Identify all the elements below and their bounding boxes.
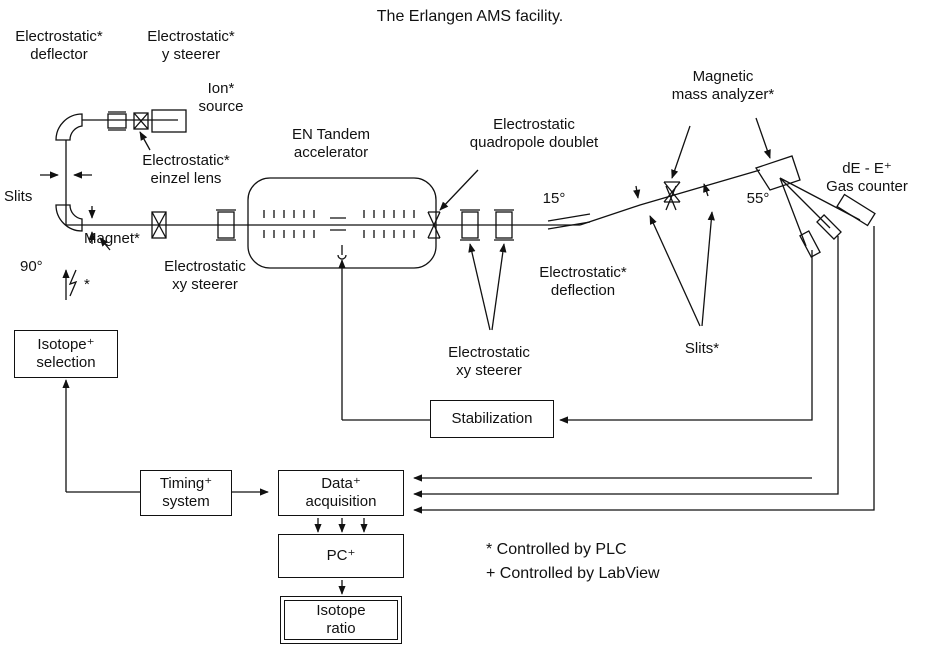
pc-box: PC⁺ (278, 534, 404, 578)
label-ion-source: Ion* source (188, 80, 254, 116)
label-quad-doublet: Electrostatic quadropole doublet (454, 116, 614, 152)
isotope-ratio-box: Isotope ratio (280, 596, 402, 644)
label-quad-doublet-line2: quadropole doublet (469, 134, 599, 151)
label-xy-steerer-left-line1: Electrostatic (164, 258, 246, 275)
timing-system-box: Timing⁺ system (140, 470, 232, 516)
label-slits-right: Slits* (684, 340, 720, 357)
label-xy-steerer-right-line1: Electrostatic (448, 344, 530, 361)
data-acquisition-line1: Data⁺ (321, 475, 361, 492)
label-angle-15: 15° (542, 190, 566, 207)
label-gas-counter-line2: Gas counter (826, 178, 908, 195)
label-es-y-steerer: Electrostatic* y steerer (126, 28, 256, 64)
label-mag-analyzer-line1: Magnetic (692, 68, 754, 85)
label-es-y-steerer-line1: Electrostatic* (147, 28, 235, 45)
label-einzel-lens-line1: Electrostatic* (142, 152, 230, 169)
label-einzel-lens-line2: einzel lens (150, 170, 222, 187)
isotope-selection-line2: selection (36, 354, 96, 371)
label-xy-steerer-right: Electrostatic xy steerer (424, 344, 554, 380)
legend: * Controlled by PLC + Controlled by LabV… (486, 538, 660, 586)
label-gas-counter: dE - E⁺ Gas counter (812, 160, 922, 196)
mag-analyzer-shape (755, 155, 801, 191)
label-lightning-star: * (84, 276, 90, 293)
xy-steerer-right-1 (461, 211, 479, 239)
legend-labview: + Controlled by LabView (486, 565, 660, 582)
label-xy-steerer-right-line2: xy steerer (456, 362, 522, 379)
label-xy-steerer-left: Electrostatic xy steerer (150, 258, 260, 294)
label-es-deflector-line2: deflector (30, 46, 88, 63)
data-acquisition-box: Data⁺ acquisition (278, 470, 404, 516)
timing-system-line1: Timing⁺ (159, 475, 213, 492)
label-slits-left: Slits (4, 188, 33, 205)
timing-system-line2: system (162, 493, 210, 510)
isotope-ratio-line2: ratio (326, 620, 356, 637)
label-tandem-line1: EN Tandem (291, 126, 371, 143)
label-ion-source-line1: Ion* (207, 80, 235, 97)
label-einzel-lens: Electrostatic* einzel lens (116, 152, 256, 188)
es-deflector-shape (55, 113, 83, 141)
label-angle-90: 90° (20, 258, 43, 275)
y-steerer-shape (107, 113, 127, 129)
label-tandem: EN Tandem accelerator (266, 126, 396, 162)
label-quad-doublet-line1: Electrostatic (493, 116, 575, 133)
isotope-selection-box: Isotope⁺ selection (14, 330, 118, 378)
label-es-deflection-line1: Electrostatic* (539, 264, 627, 281)
label-es-deflector: Electrostatic* deflector (4, 28, 114, 64)
label-mag-analyzer: Magnetic mass analyzer* (658, 68, 788, 104)
magnet-shape (55, 204, 83, 232)
label-es-deflection: Electrostatic* deflection (528, 264, 638, 300)
xy-steerer-left-shape (217, 211, 235, 239)
label-gas-counter-line1: dE - E⁺ (842, 160, 892, 177)
label-angle-55: 55° (746, 190, 770, 207)
label-es-y-steerer-line2: y steerer (161, 46, 221, 63)
label-magnet: Magnet* (84, 230, 140, 247)
label-es-deflector-line1: Electrostatic* (15, 28, 103, 45)
data-acquisition-line2: acquisition (305, 493, 377, 510)
einzel-lens-shape (151, 211, 167, 239)
diagram-title: The Erlangen AMS facility. (376, 8, 564, 25)
ion-source-shape (151, 109, 187, 133)
label-ion-source-line2: source (198, 98, 244, 115)
isotope-ratio-line1: Isotope (316, 602, 366, 619)
label-tandem-line2: accelerator (293, 144, 369, 161)
label-es-deflection-line2: deflection (550, 282, 616, 299)
xy-steerer-right-2 (495, 211, 513, 239)
label-xy-steerer-left-line2: xy steerer (172, 276, 238, 293)
legend-plc: * Controlled by PLC (486, 541, 627, 558)
label-mag-analyzer-line2: mass analyzer* (671, 86, 775, 103)
isotope-selection-line1: Isotope⁺ (37, 336, 95, 353)
stabilization-box: Stabilization (430, 400, 554, 438)
